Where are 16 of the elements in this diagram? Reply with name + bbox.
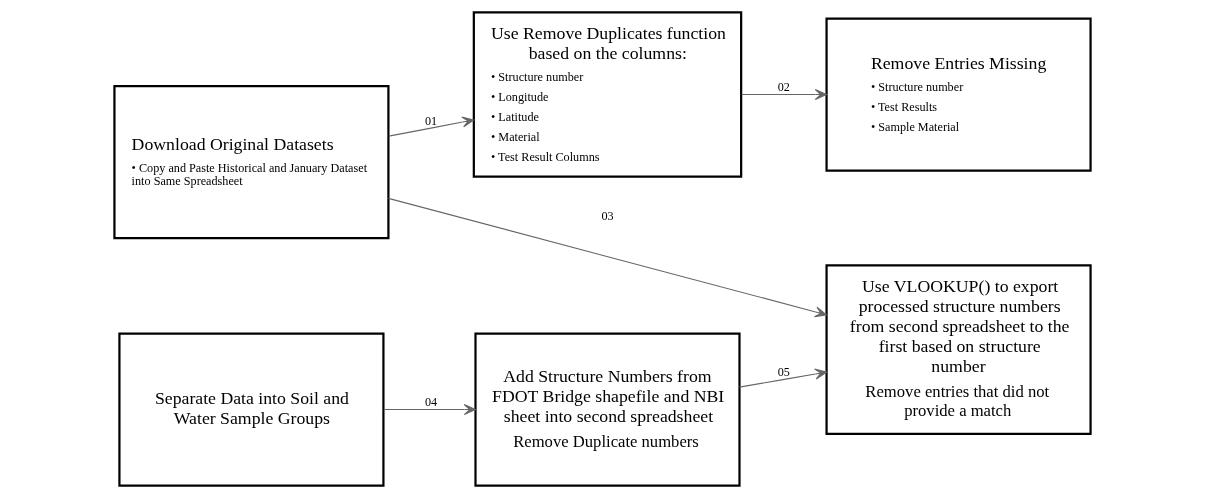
- edge-label: 03: [601, 208, 614, 223]
- node-box: Separate Data into Soil and Water Sample Groups: [118, 332, 385, 487]
- node-box: Remove Entries Missing • Structure number • Test Results • Sample Material: [825, 17, 1092, 172]
- node-box: Download Original Datasets • Copy and Paste Historical and January Dataset into Same Spreadsheet: [113, 85, 390, 240]
- node-box: Add Structure Numbers from FDOT Bridge shapefile and NBI sheet into second spreadsheet Remove Duplicate numbers: [474, 332, 741, 487]
- arrow: [388, 116, 475, 137]
- edge-label: 05: [777, 365, 790, 380]
- edge-label: 01: [425, 114, 438, 129]
- arrow: [738, 368, 827, 388]
- node-box: Use VLOOKUP() to export processed structure numbers from second spreadsheet to the first based on structure number Remove entries that did not provide a match: [825, 264, 1092, 436]
- arrow: [383, 404, 476, 416]
- edge-label: 02: [777, 79, 790, 94]
- node-box: Use Remove Duplicates function based on the columns: • Structure number • Longitude • Latitude • Material • Test Result Columns: [472, 11, 743, 178]
- arrow: [387, 197, 827, 318]
- arrow: [740, 89, 827, 101]
- edge-label: 04: [425, 395, 438, 410]
